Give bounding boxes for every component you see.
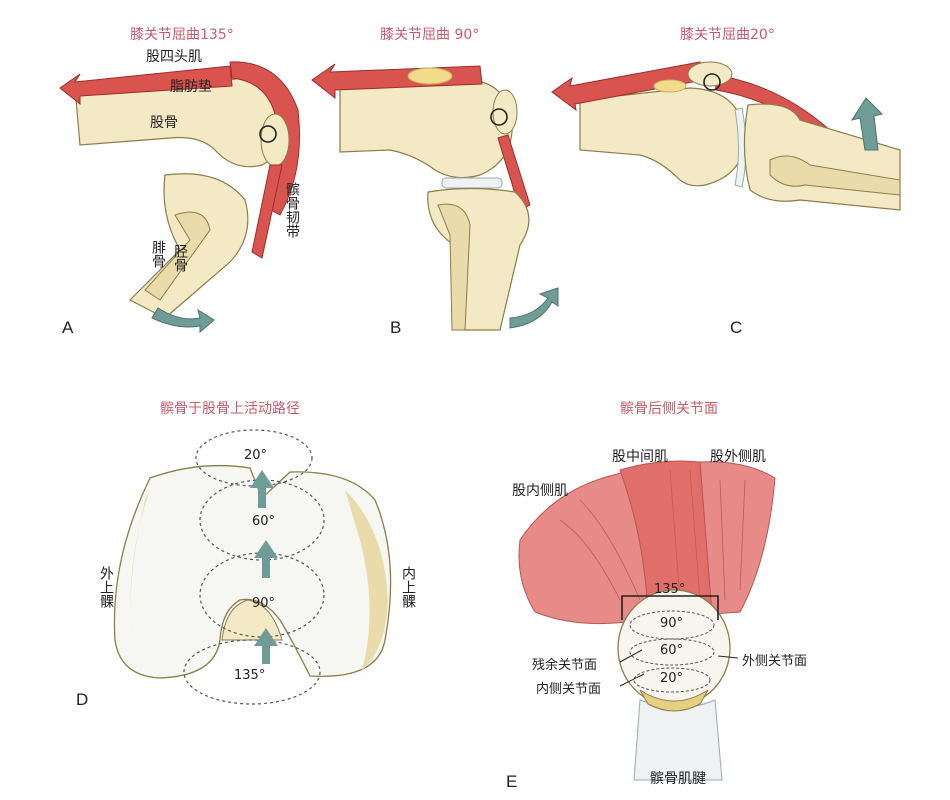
panel-c-rotation-arrow [850, 97, 883, 151]
panel-a-fibula [144, 211, 211, 301]
panel-c-letter: C [730, 318, 743, 337]
panel-d-angle-135: 135° [234, 668, 266, 683]
panel-e-patellar-tendon-label: 髌骨肌腱 [650, 771, 706, 787]
panel-e-angle-60: 60° [660, 643, 684, 658]
panel-e-medial-facet-label: 内侧关节面 [536, 682, 602, 697]
panel-a-tibia-label: 胫骨 [172, 244, 188, 272]
panel-a-quadriceps-muscle [229, 61, 300, 216]
panel-b-fat-pad [407, 67, 453, 85]
panel-d-angle-90: 90° [252, 596, 276, 611]
panel-e-vastus-medialis-label: 股内侧肌 [512, 483, 568, 499]
panel-e-vastus-lateralis [699, 461, 776, 615]
panel-a-fat-pad-label: 脂肪垫 [170, 79, 212, 95]
panel-a-femur-label: 股骨 [150, 115, 178, 131]
panel-d-femur-outline [113, 464, 392, 679]
panel-b-letter: B [390, 318, 402, 337]
panel-d-up-arrow-3 [254, 628, 278, 664]
panel-e-angle-20: 20° [660, 671, 684, 686]
panel-a-contact-circle [259, 125, 277, 143]
panel-c-contact-circle [703, 73, 721, 91]
panel-b-meniscus [441, 177, 503, 189]
panel-a-letter: A [62, 318, 74, 337]
panel-c-drawing [551, 61, 901, 211]
panel-e-leader-lateral [717, 655, 739, 659]
panel-d-drawing [113, 429, 392, 705]
panel-e-leader-medial [619, 673, 645, 687]
panel-e-vastus-intermedius-label: 股中间肌 [612, 449, 668, 465]
panel-a-patellar-ligament-label: 髌骨韧带 [284, 182, 300, 238]
panel-e-residual-facet-label: 残余关节面 [532, 658, 598, 673]
panel-c-fat-pad [653, 79, 687, 93]
panel-e-zone-90 [629, 610, 715, 640]
panel-e-leader-residual [619, 649, 643, 663]
panel-e-drawing [518, 460, 776, 781]
panel-d-lateral-epicondyle-label: 外上髁 [98, 566, 114, 608]
panel-c-femur [579, 87, 746, 187]
panel-e-muscle-fibers [559, 469, 746, 601]
panel-d-up-arrow-1 [250, 470, 274, 508]
panel-a-title: 膝关节屈曲135° [130, 27, 234, 43]
panel-a-fibula-label: 腓骨 [150, 240, 166, 268]
panel-a-patellar-ligament [251, 164, 283, 259]
panel-d-path-20 [195, 429, 313, 487]
panel-b-contact-circle [490, 108, 508, 126]
panel-b-rotation-arrow [509, 287, 559, 329]
panel-b-drawing [311, 63, 559, 331]
panel-d-lateral-rim [345, 490, 388, 670]
panel-a-drawing [59, 61, 300, 334]
panel-c-fibula [769, 155, 901, 196]
panel-d-letter: D [76, 690, 89, 709]
panel-d-path-135 [183, 639, 321, 705]
panel-e-letter: E [506, 772, 518, 791]
panel-d-medial-epicondyle-label: 内上髁 [400, 566, 416, 608]
panel-e-135-bracket [621, 595, 719, 620]
panel-a-quadriceps-label: 股四头肌 [146, 49, 202, 65]
panel-d-angle-60: 60° [252, 514, 276, 529]
panel-e-patella-base [639, 689, 709, 712]
panel-a-patella [260, 113, 290, 167]
panel-e-angle-90: 90° [660, 616, 684, 631]
panel-e-vastus-lateralis-label: 股外侧肌 [710, 449, 766, 465]
panel-e-lateral-facet-label: 外侧关节面 [742, 654, 808, 669]
panel-b-femur [339, 79, 513, 179]
panel-d-up-arrow-2 [254, 540, 278, 578]
panel-a-rotation-arrow [151, 307, 215, 334]
panel-c-tibia [743, 103, 901, 211]
panel-d-title: 髌骨于股骨上活动路径 [160, 401, 300, 417]
panel-e-zone-20 [633, 667, 711, 693]
panel-b-title: 膝关节屈曲 90° [380, 27, 480, 43]
panel-a-quadriceps-arrow [59, 65, 233, 106]
panel-d-angle-20: 20° [244, 448, 268, 463]
panel-e-zone-60 [629, 638, 715, 666]
panel-c-title: 膝关节屈曲20° [680, 27, 775, 43]
panel-e-title: 髌骨后侧关节面 [620, 401, 718, 417]
panel-e-angle-135: 135° [654, 582, 686, 597]
panel-b-fibula [437, 203, 471, 331]
